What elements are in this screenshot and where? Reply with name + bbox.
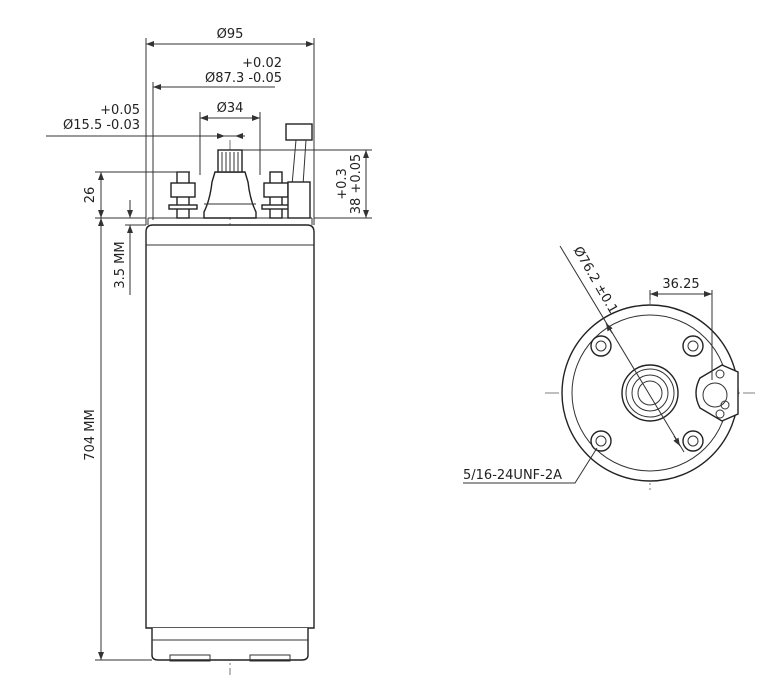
side-view: Ø95 +0.02 Ø87.3 -0.05 Ø34 +0.05 Ø15.5 -0…	[46, 27, 372, 675]
dim-dia-15: Ø15.5 -0.03	[63, 118, 140, 133]
dim-dia-87: Ø87.3 -0.05	[205, 71, 282, 86]
dim-3-5: 3.5 MM	[113, 241, 128, 288]
motor-body	[145, 224, 315, 629]
hub	[621, 364, 679, 422]
dim-26: 26	[83, 187, 98, 204]
cable-connector	[695, 364, 739, 422]
dim-dia-34: Ø34	[217, 101, 244, 116]
terminal-stud-left	[168, 171, 198, 219]
power-cable	[285, 123, 313, 219]
dim-dia-95: Ø95	[217, 27, 244, 42]
dim-38: 38 +0.05	[349, 154, 364, 215]
bolt-holes	[590, 335, 704, 452]
thread-spec: 5/16-24UNF-2A	[463, 468, 562, 483]
motor-base	[151, 628, 309, 661]
dim-dia-15-tol: +0.05	[100, 103, 140, 118]
shaft-cone	[203, 171, 257, 219]
dim-38-tol: +0.3	[335, 168, 350, 200]
dim-36-25: 36.25	[662, 277, 699, 292]
thread-leader	[463, 447, 598, 484]
end-view: Ø76.2 ±0.1 36.25 5/16-24UNF-2A	[463, 244, 755, 490]
dim-dia-87-tol: +0.02	[242, 56, 282, 71]
dim-dia-76: Ø76.2 ±0.1	[570, 244, 620, 316]
dim-704: 704 MM	[83, 409, 98, 460]
terminal-stud-right	[261, 171, 291, 219]
